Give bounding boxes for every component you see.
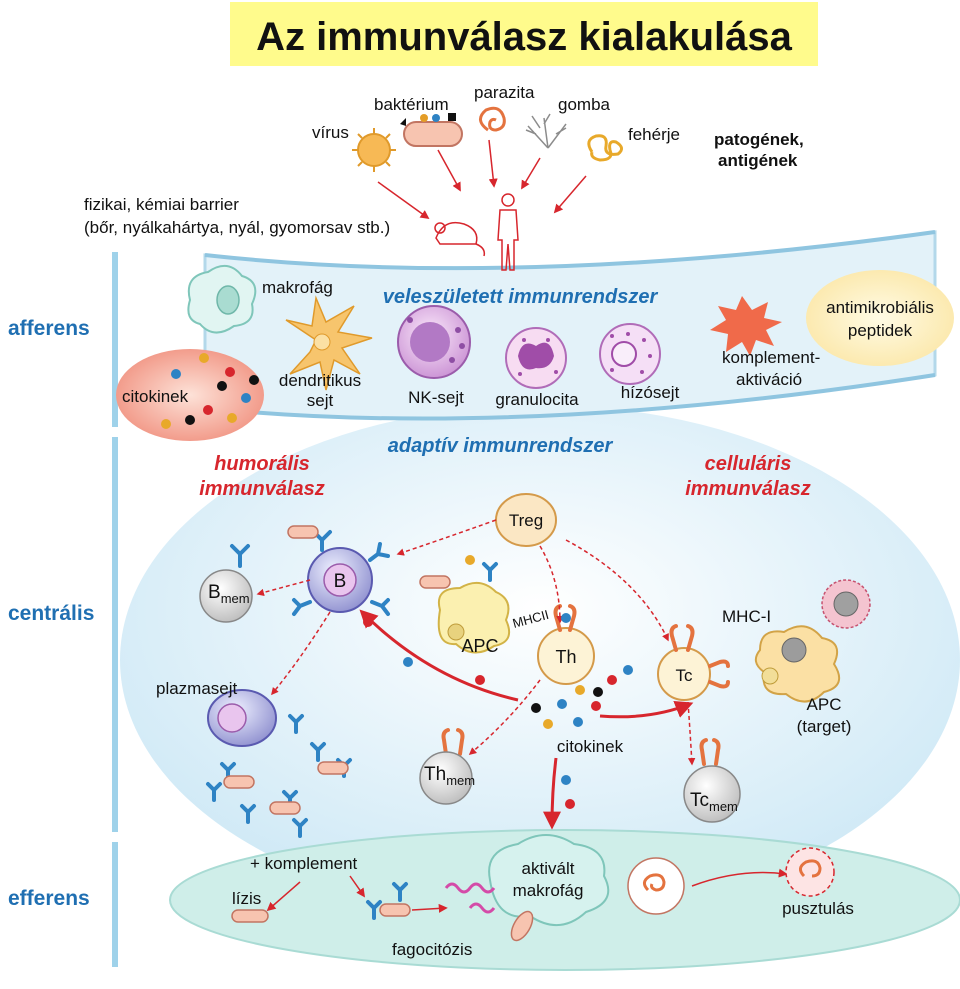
label-apc-target-2: (target): [797, 717, 852, 736]
label-barrier-2: (bőr, nyálkahártya, nyál, gyomorsav stb.…: [84, 218, 390, 237]
cellular-line2: immunválasz: [685, 478, 811, 500]
label-aktivalt: aktivált: [522, 859, 575, 878]
label-komplement-efferens: + komplement: [250, 854, 358, 873]
parasite-icon: [479, 106, 506, 132]
virus-icon: [352, 128, 396, 172]
title-box: [230, 2, 818, 66]
mouse-icon: [434, 221, 486, 257]
efferens-bar: [112, 842, 118, 967]
dashed-arrows: [256, 519, 696, 766]
cytokine-symbols-adaptive: [363, 555, 633, 809]
label-mhci: MHC-I: [722, 607, 771, 626]
label-citokinek-adaptive: citokinek: [557, 737, 624, 756]
cytokine-symbols-innate: [161, 353, 259, 429]
dendritic-cell-icon: [285, 295, 373, 391]
label-tcmem: Tcmem: [690, 790, 738, 814]
label-patogenek: patogének,: [714, 130, 804, 149]
complement-burst-icon: [710, 296, 782, 356]
label-barrier-1: fizikai, kémiai barrier: [84, 195, 239, 214]
plasma-cell: [207, 689, 277, 747]
human-icon: [497, 193, 519, 271]
label-hizosejt: hízósejt: [621, 383, 680, 402]
small-bacteria: [223, 525, 451, 923]
amp-blob: [806, 270, 954, 366]
apc-cell: [437, 581, 510, 654]
label-tc: Tc: [676, 666, 694, 685]
label-apc-target-1: APC: [807, 695, 842, 714]
label-thmem: Thmem: [424, 764, 475, 788]
label-komplement: komplement-: [722, 348, 820, 367]
centralis-bar: [112, 437, 118, 832]
solid-arrows: [266, 609, 788, 913]
section-centralis: centrális: [8, 602, 94, 625]
label-antigenek: antigének: [718, 151, 798, 170]
label-virus: vírus: [312, 123, 349, 142]
page-title: Az immunválasz kialakulása: [256, 15, 793, 59]
label-th: Th: [555, 647, 576, 667]
label-nk: NK-sejt: [408, 388, 464, 407]
label-plazmasejt: plazmasejt: [156, 679, 238, 698]
adaptive-title: adaptív immunrendszer: [388, 435, 614, 457]
tc-cell: [657, 647, 711, 701]
apc-target: [754, 625, 841, 703]
destroyed-cell: [785, 847, 835, 897]
afferens-bar: [112, 252, 118, 427]
tcmem-cell: [683, 765, 741, 823]
innate-title: veleszületett immunrendszer: [383, 286, 659, 308]
infected-cell: [821, 579, 871, 629]
label-makrofag: makrofág: [262, 278, 333, 297]
bacterium-icon: [400, 113, 463, 147]
label-dendritikus-sejt: sejt: [307, 391, 334, 410]
label-feherje: fehérje: [628, 125, 680, 144]
humoral-line2: immunválasz: [199, 478, 325, 500]
label-b: B: [334, 571, 347, 592]
label-dendritikus: dendritikus: [279, 371, 361, 390]
label-gomba: gomba: [558, 95, 611, 114]
label-parazita: parazita: [474, 83, 535, 102]
cellular-line1: celluláris: [705, 453, 792, 475]
label-lizis: lízis: [232, 889, 261, 908]
label-aktivacio: aktiváció: [736, 370, 802, 389]
fungus-icon: [525, 113, 567, 149]
thmem-cell: [419, 751, 473, 805]
bmem-cell: [199, 569, 253, 623]
activated-macrophage: [488, 834, 610, 942]
granulocyte-icon: [505, 327, 567, 389]
humoral-line1: humorális: [214, 453, 310, 475]
phagosome: [627, 857, 685, 915]
label-bakterium: baktérium: [374, 95, 449, 114]
section-efferens: efferens: [8, 887, 90, 910]
label-apc: APC: [461, 636, 498, 656]
phagocytosis-chain: [444, 882, 496, 914]
mast-cell-icon: [599, 323, 661, 385]
label-aktivalt-makrofag: makrofág: [513, 881, 584, 900]
section-afferens: afferens: [8, 317, 90, 340]
nk-cell-icon: [397, 305, 471, 379]
label-fagocitozis: fagocitózis: [392, 940, 472, 959]
macrophage-icon: [187, 265, 257, 334]
label-granulocita: granulocita: [495, 390, 579, 409]
label-treg: Treg: [509, 511, 543, 530]
label-pusztulas: pusztulás: [782, 899, 854, 918]
label-antimikrobialis: antimikrobiális: [826, 298, 934, 317]
label-peptidek: peptidek: [848, 321, 913, 340]
th-cell: [537, 627, 595, 685]
label-citokinek-innate: citokinek: [122, 387, 189, 406]
label-bmem: Bmem: [208, 582, 250, 606]
tcr-receptors: [441, 604, 730, 766]
protein-icon: [587, 134, 623, 162]
